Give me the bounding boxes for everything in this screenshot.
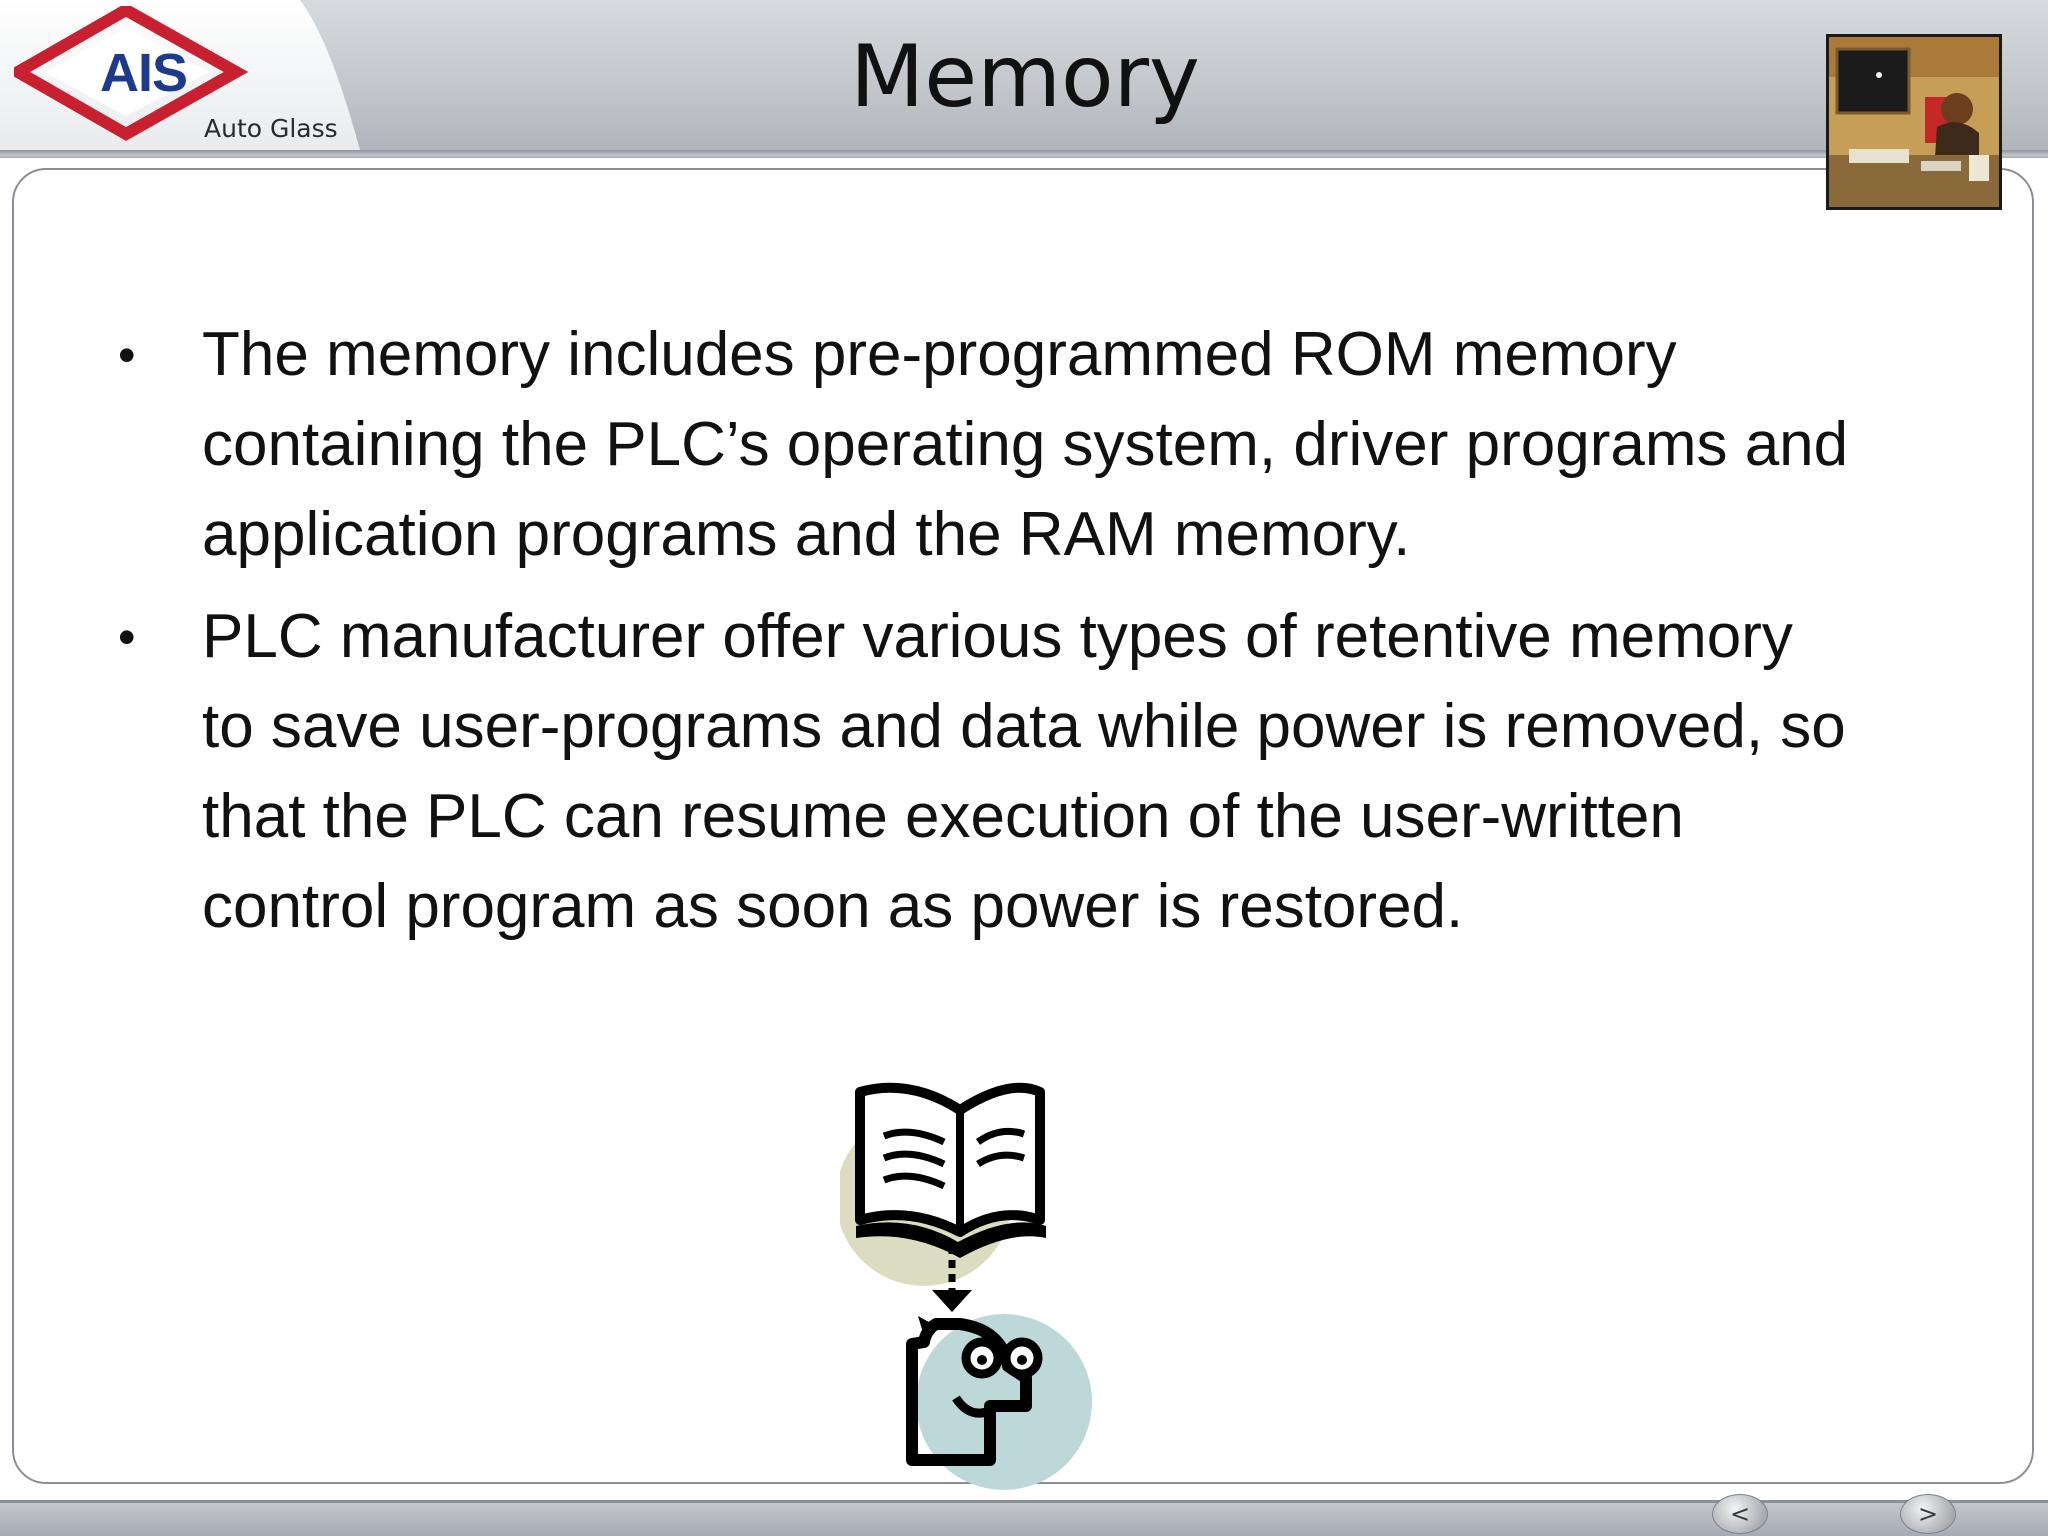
bullet-text: The memory includes pre-programmed ROM m…: [202, 320, 1849, 569]
header-divider: [0, 150, 2048, 156]
person-at-desk-photo: [1826, 34, 2002, 210]
ais-diamond-logo-icon: [14, 6, 249, 141]
bullet-item: • PLC manufacturer offer various types o…: [118, 592, 1858, 952]
page-title: Memory: [850, 27, 1200, 127]
next-slide-button[interactable]: >: [1900, 1494, 1956, 1534]
content-panel: [12, 168, 2034, 1484]
bullet-marker: •: [118, 609, 136, 665]
logo-subtitle-text: Auto Glass: [204, 114, 338, 143]
previous-slide-button[interactable]: <: [1712, 1494, 1768, 1534]
book-to-head-learning-icon: [840, 1082, 1092, 1490]
footer-bar: [0, 1500, 2048, 1536]
bullet-marker: •: [118, 327, 136, 383]
header-band: AIS Auto Glass Memory: [0, 0, 2048, 158]
bullet-text: PLC manufacturer offer various types of …: [202, 602, 1846, 941]
logo-brand-text: AIS: [100, 43, 188, 103]
logo: AIS Auto Glass: [14, 6, 344, 146]
bullet-item: • The memory includes pre-programmed ROM…: [118, 310, 1858, 580]
bullet-list: • The memory includes pre-programmed ROM…: [118, 310, 1858, 964]
